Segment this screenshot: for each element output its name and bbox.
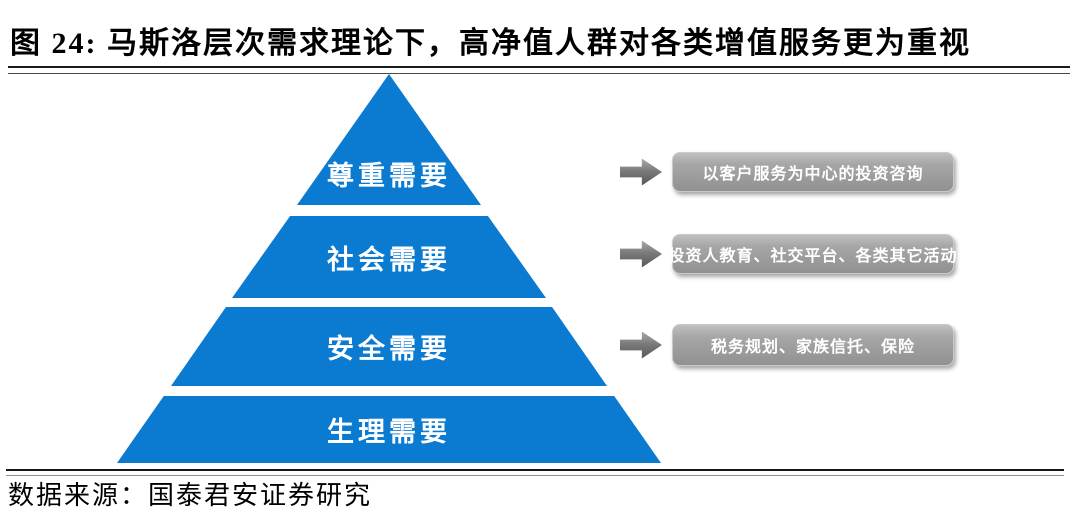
data-source: 数据来源：国泰君安证券研究 (8, 481, 373, 510)
pyramid-level-label: 生理需要 (327, 417, 451, 447)
pyramid-level-label: 社会需要 (327, 244, 451, 275)
right-arrow-icon (620, 240, 662, 268)
pyramid-level-esteem: 尊重需要 (297, 74, 481, 205)
service-label: 以客户服务为中心的投资咨询 (702, 166, 924, 183)
pyramid-level-social: 社会需要 (232, 216, 546, 298)
right-arrow-icon (620, 158, 662, 186)
pyramid-level-safety: 安全需要 (171, 307, 607, 386)
service-row-social: 投资人教育、社交平台、各类其它活动 (620, 234, 957, 274)
pyramid-level-label: 尊重需要 (327, 161, 451, 191)
right-arrow-icon (620, 331, 662, 359)
service-box-social: 投资人教育、社交平台、各类其它活动 (669, 234, 957, 274)
service-label: 税务规划、家族信托、保险 (710, 339, 915, 356)
pyramid-level-label: 安全需要 (327, 334, 451, 364)
bottom-divider (6, 469, 1064, 476)
title-divider (8, 66, 1070, 74)
pyramid-level-physiological: 生理需要 (117, 396, 661, 463)
service-box-safety: 税务规划、家族信托、保险 (672, 324, 954, 366)
service-label: 投资人教育、社交平台、各类其它活动 (668, 248, 958, 265)
service-row-safety: 税务规划、家族信托、保险 (620, 324, 954, 366)
service-box-esteem: 以客户服务为中心的投资咨询 (672, 152, 954, 192)
service-row-esteem: 以客户服务为中心的投资咨询 (620, 152, 954, 192)
figure-title: 图 24: 马斯洛层次需求理论下，高净值人群对各类增值服务更为重视 (10, 27, 971, 60)
